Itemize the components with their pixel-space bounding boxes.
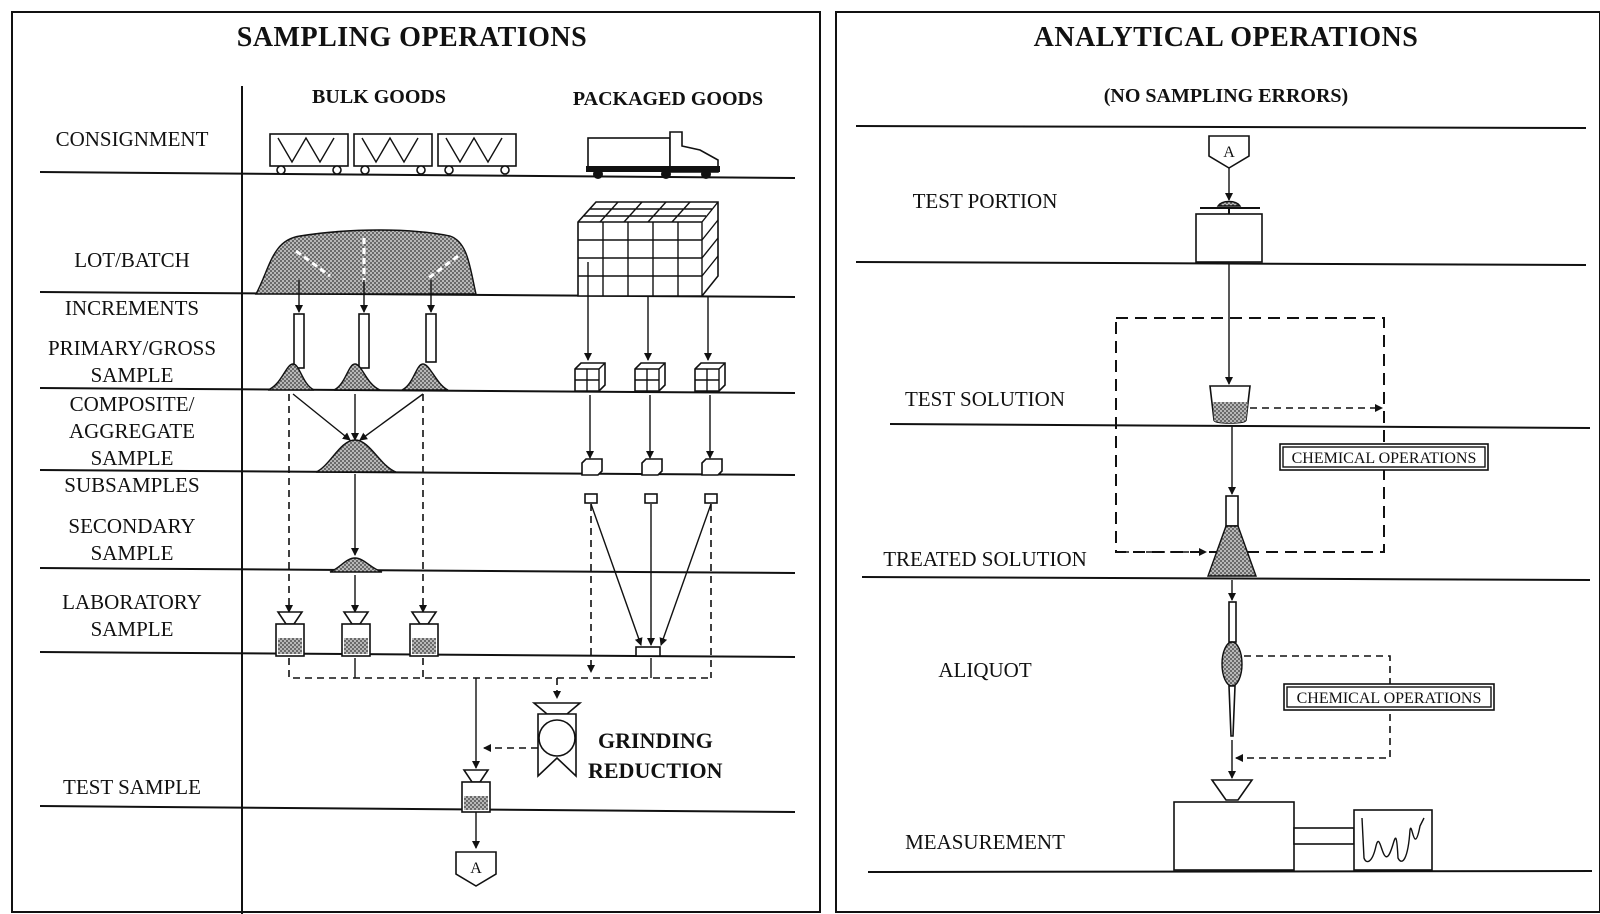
chemical-operations-label-2: CHEMICAL OPERATIONS (1297, 690, 1482, 707)
no-sampling-errors-subtitle: (NO SAMPLING ERRORS) (1104, 85, 1348, 107)
separator-secondary (39, 567, 796, 574)
reduction-label: REDUCTION (588, 758, 723, 783)
grinding-mill-icon (531, 702, 583, 778)
separator-test-portion (855, 261, 1587, 266)
stage-test-portion: TEST PORTION (913, 189, 1058, 213)
separator-header (855, 125, 1587, 129)
chemical-operations-label-1: CHEMICAL OPERATIONS (1292, 450, 1477, 467)
stage-secondary-line1: SECONDARY (68, 514, 195, 538)
analytical-operations-panel: ANALYTICAL OPERATIONS (NO SAMPLING ERROR… (835, 11, 1600, 913)
measuring-instrument-icon (1173, 779, 1433, 871)
package-stack-icon (577, 201, 719, 297)
increment-tube-3 (425, 313, 437, 363)
stage-subsamples: SUBSAMPLES (64, 473, 199, 497)
primary-heap-2 (333, 363, 381, 391)
increment-tube-1 (293, 313, 305, 369)
bulk-heap-icon (254, 229, 477, 295)
composite-heap (315, 439, 397, 473)
pipette-icon (1221, 601, 1243, 737)
stage-composite-line3: SAMPLE (91, 446, 174, 470)
flask-icon (1207, 495, 1257, 577)
stage-primary-line2: SAMPLE (91, 363, 174, 387)
primary-heap-3 (401, 363, 449, 391)
stage-measurement: MEASUREMENT (905, 830, 1065, 854)
primary-heap-1 (267, 363, 315, 391)
stage-composite-line2: AGGREGATE (69, 419, 195, 443)
separator-test-sample (39, 805, 796, 813)
sampling-operations-title: SAMPLING OPERATIONS (237, 22, 587, 53)
connector-a-right (1208, 135, 1250, 169)
stage-treated-solution: TREATED SOLUTION (883, 547, 1087, 571)
rail-cars-icon (269, 133, 517, 175)
stage-primary-line1: PRIMARY/GROSS (48, 336, 216, 360)
primary-crate-icons (574, 362, 726, 392)
grinding-label: GRINDING (598, 728, 713, 753)
stage-lot-batch: LOT/BATCH (74, 248, 190, 272)
increment-tube-2 (358, 313, 370, 369)
connector-a-left-label: A (470, 860, 482, 877)
subsample-crate-icons (581, 458, 723, 504)
stage-composite-line1: COMPOSITE/ (70, 392, 195, 416)
separator-composite (39, 469, 796, 476)
stage-increments: INCREMENTS (65, 296, 199, 320)
separator-treated-solution (861, 576, 1591, 581)
packaged-goods-heading: PACKAGED GOODS (573, 88, 763, 110)
stage-secondary-line2: SAMPLE (91, 541, 174, 565)
chemical-operations-box-2 (1283, 683, 1495, 711)
right-panel-frame (835, 11, 1600, 913)
stage-consignment: CONSIGNMENT (56, 127, 209, 151)
stage-laboratory-line2: SAMPLE (91, 617, 174, 641)
balance-icon (1195, 200, 1263, 263)
separator-test-solution (889, 423, 1591, 429)
connector-a-right-label: A (1223, 144, 1235, 161)
truck-icon (586, 131, 720, 179)
separator-measurement (867, 870, 1593, 873)
stage-test-sample: TEST SAMPLE (63, 775, 201, 799)
lab-jar-icons (275, 611, 439, 657)
bulk-goods-heading: BULK GOODS (312, 86, 446, 108)
left-panel-frame (11, 11, 821, 913)
sampling-operations-panel: SAMPLING OPERATIONS BULK GOODS PACKAGED … (11, 11, 821, 914)
analytical-operations-title: ANALYTICAL OPERATIONS (1034, 22, 1419, 53)
secondary-heap (329, 557, 383, 573)
stage-laboratory-line1: LABORATORY (62, 590, 202, 614)
connector-a-left (455, 851, 497, 887)
test-sample-jar-icon (461, 769, 491, 813)
chemical-operations-box-1 (1279, 443, 1489, 471)
chemical-operations-loop-1 (1115, 317, 1385, 553)
stage-aliquot: ALIQUOT (938, 658, 1031, 682)
lab-sample-crate (635, 646, 661, 657)
beaker-icon (1209, 385, 1251, 424)
stage-test-solution: TEST SOLUTION (905, 387, 1065, 411)
